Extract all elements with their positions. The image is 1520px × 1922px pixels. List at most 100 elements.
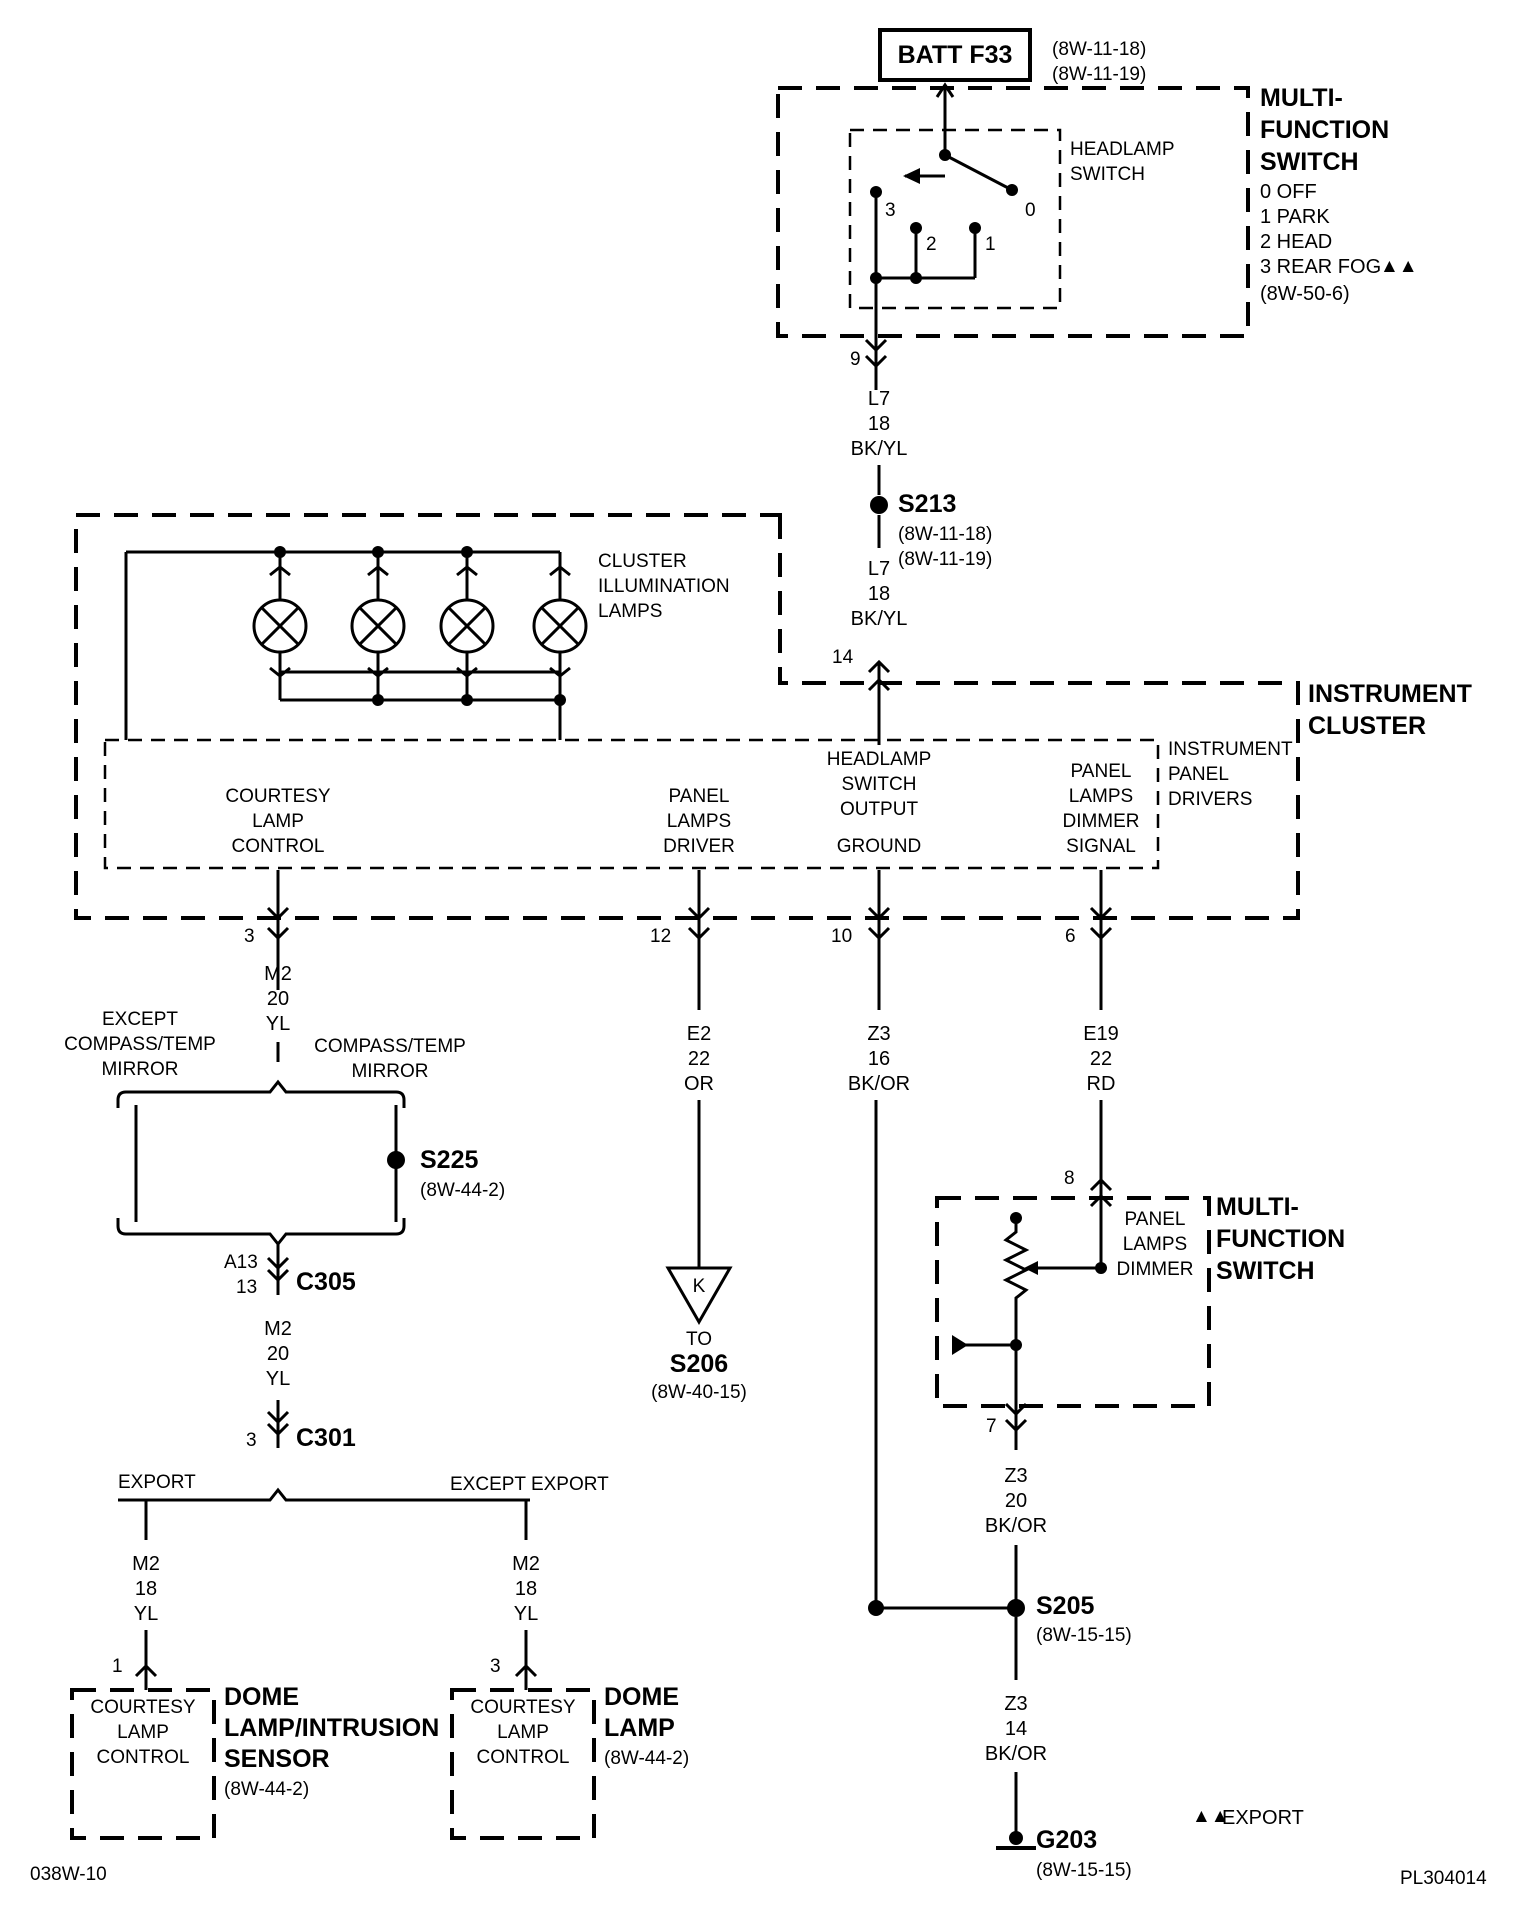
mfs-pos-0: 0 OFF [1260,181,1317,203]
z3-c-color: BK/OR [985,1743,1047,1765]
z3-a-color: BK/OR [848,1073,910,1095]
pin-8-dimmer: 8 [1064,1168,1075,1189]
s225-name: S225 [420,1146,478,1174]
footer-right: PL304014 [1400,1868,1487,1889]
s213-ref-2: (8W-11-19) [898,549,992,570]
z3-a-circuit: Z3 [867,1023,890,1045]
l7-top-gauge: 18 [868,413,890,435]
drivers-label-1: INSTRUMENT [1168,739,1293,760]
dimmer-label-3: DIMMER [1116,1259,1193,1280]
m2-a-circuit: M2 [264,963,292,985]
multi-function-switch-box [776,86,1250,338]
m2-except-gauge: 18 [515,1578,537,1600]
z3-c-gauge: 14 [1005,1718,1027,1740]
s206-ref: (8W-40-15) [651,1382,747,1403]
hso-label-1: HEADLAMP [827,749,932,770]
lamps-label-1: CLUSTER [598,551,687,572]
mfs-dimmer-box [935,1196,1211,1408]
legend-mark-icon: ▲▲ [1192,1806,1230,1827]
batt-ref-1: (8W-11-18) [1052,39,1146,60]
hso-label-2: SWITCH [842,774,917,795]
splice-s205-dot [1007,1599,1025,1617]
batt-f33-label: BATT F33 [898,41,1013,69]
cluster-lamps [252,552,588,700]
l7-top-circuit: L7 [868,388,890,410]
pin-9: 9 [850,349,861,370]
lamps-label-2: ILLUMINATION [598,576,730,597]
g203-ref: (8W-15-15) [1036,1860,1132,1881]
c305-pin-a: A13 [224,1252,258,1273]
arrow-left-icon [903,168,920,184]
mfs-title-1: MULTI- [1260,84,1343,112]
m2-export-circuit: M2 [132,1553,160,1575]
lamp-icon [252,552,308,700]
drivers-label-2: PANEL [1168,764,1229,785]
e19-circuit: E19 [1083,1023,1119,1045]
panel-driver-label-1: PANEL [669,786,730,807]
except-compass-2: COMPASS/TEMP [64,1034,216,1055]
legend-text: EXPORT [1222,1807,1304,1829]
m2-except-circuit: M2 [512,1553,540,1575]
dome-lamp-box-2: LAMP [497,1722,549,1743]
l7-bottom-gauge: 18 [868,583,890,605]
m2-a-gauge: 20 [267,988,289,1010]
lamp-icon [350,552,406,700]
m2-except-color: YL [514,1603,538,1625]
panel-driver-label-2: LAMPS [667,811,731,832]
s225-ref: (8W-44-2) [420,1180,505,1201]
dome-lamp-ref: (8W-44-2) [604,1748,689,1769]
mfs-pos-3: 3 REAR FOG [1260,256,1381,278]
m2-b-circuit: M2 [264,1318,292,1340]
splice-s213-dot [870,496,888,514]
z3-b-color: BK/OR [985,1515,1047,1537]
dome-intrusion-box-3: CONTROL [97,1747,190,1768]
splice-s225-dot [387,1151,405,1169]
s206-name: S206 [670,1350,728,1378]
triangle-ground-icon [665,1266,733,1326]
z3-c-circuit: Z3 [1004,1693,1027,1715]
dome-intrusion-title-3: SENSOR [224,1745,330,1773]
pin-14: 14 [832,647,854,668]
dome-intrusion-box [70,1688,216,1840]
mfs-dimmer-title-2: FUNCTION [1216,1225,1345,1253]
export-branch [118,1487,530,1502]
l7-top-color: BK/YL [851,438,908,460]
wiper-arrow-icon [1024,1261,1038,1275]
courtesy-label-1: COURTESY [225,786,331,807]
s206-letter: K [693,1276,706,1297]
dome-intrusion-title-1: DOME [224,1683,299,1711]
c305-name: C305 [296,1268,356,1296]
pin-6-e19: 6 [1065,926,1076,947]
connector-9-icon [864,338,888,353]
batt-f33-box [878,28,1032,82]
dome-lamp-box-1: COURTESY [470,1697,576,1718]
rheostat-icon [1002,1218,1030,1345]
s205-ref: (8W-15-15) [1036,1625,1132,1646]
dimmer-signal-label-2: LAMPS [1069,786,1133,807]
e19-color: RD [1087,1073,1116,1095]
e19-gauge: 22 [1090,1048,1112,1070]
l7-bottom-circuit: L7 [868,558,890,580]
e2-gauge: 22 [688,1048,710,1070]
e2-circuit: E2 [687,1023,711,1045]
ground-flag-icon [952,1335,968,1355]
cluster-title-1: INSTRUMENT [1308,680,1472,708]
pin-12-e2: 12 [650,926,671,947]
c301-pin: 3 [246,1430,257,1451]
m2-export-color: YL [134,1603,158,1625]
pin-3-dome: 3 [490,1656,501,1677]
cluster-title-2: CLUSTER [1308,712,1426,740]
mfs-title-2: FUNCTION [1260,116,1389,144]
dome-lamp-title-2: LAMP [604,1714,675,1742]
l7-bottom-color: BK/YL [851,608,908,630]
dimmer-label-2: LAMPS [1123,1234,1187,1255]
e2-color: OR [684,1073,714,1095]
except-compass-1: EXCEPT [102,1009,178,1030]
mfs-title-3: SWITCH [1260,148,1359,176]
m2-a-color: YL [266,1013,290,1035]
contact-3-label: 3 [885,200,896,221]
ground-label: GROUND [837,836,921,857]
hso-label-3: OUTPUT [840,799,919,820]
headlamp-switch-label-1: HEADLAMP [1070,139,1175,160]
